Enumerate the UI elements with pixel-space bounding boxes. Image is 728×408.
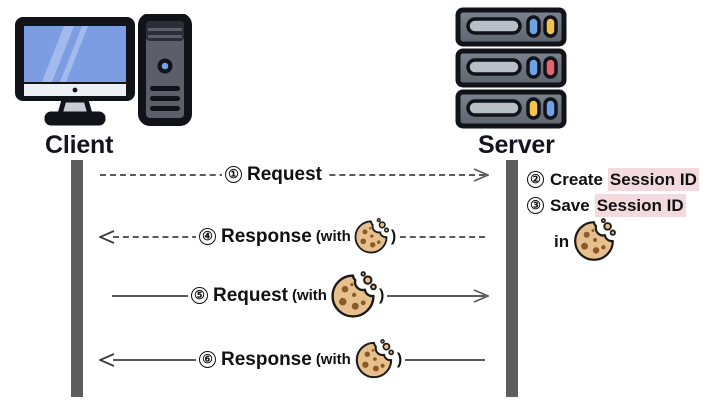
note-text-3: Save <box>550 196 590 215</box>
message-number-6: ⑥ <box>199 351 216 368</box>
message-number-4: ④ <box>199 228 216 245</box>
note-line-3: ③ Save Session ID <box>527 194 699 217</box>
message-kind-1: Request <box>247 164 322 185</box>
message-with-5: (with <box>291 287 327 304</box>
cookie-icon <box>353 338 395 381</box>
message-number-1: ① <box>225 166 242 183</box>
note-number-3: ③ <box>527 197 544 214</box>
message-row-6: ⑥ Response (with ) <box>0 338 728 380</box>
cookie-icon <box>571 218 617 264</box>
note-highlight-3: Session ID <box>594 194 686 217</box>
note-text-in: in <box>554 231 570 251</box>
desktop-computer-icon <box>12 13 192 135</box>
arrowhead-left-icon <box>99 352 115 368</box>
message-label-4: ④ Response (with ) <box>196 217 400 253</box>
message-paren-5: ) <box>378 287 385 304</box>
client-lifeline <box>71 160 83 397</box>
cookie-icon <box>328 270 378 321</box>
message-paren-6: ) <box>396 351 403 368</box>
server-rack-icon <box>452 6 572 139</box>
server-notes: ② Create Session ID ③ Save Session ID in <box>527 168 699 264</box>
message-label-6: ⑥ Response (with ) <box>196 338 406 378</box>
client-label: Client <box>45 131 114 159</box>
message-kind-4: Response <box>221 226 312 247</box>
message-with-6: (with <box>315 351 351 368</box>
note-text-2: Create <box>550 170 603 189</box>
message-row-4: ④ Response (with ) <box>0 217 728 257</box>
note-highlight-2: Session ID <box>607 168 699 191</box>
message-label-5: ⑤ Request (with ) <box>188 270 388 318</box>
message-kind-5: Request <box>213 285 288 306</box>
message-row-1: ① Request <box>0 155 728 195</box>
note-line-2: ② Create Session ID <box>527 168 699 191</box>
message-label-1: ① Request <box>222 161 329 188</box>
cookie-icon <box>352 217 390 256</box>
message-row-5: ⑤ Request (with ) <box>0 270 728 318</box>
message-paren-4: ) <box>390 228 397 245</box>
message-with-4: (with <box>315 228 351 245</box>
arrowhead-right-icon <box>473 288 489 304</box>
note-number-2: ② <box>527 171 544 188</box>
arrowhead-right-icon <box>473 167 489 183</box>
server-label: Server <box>478 131 555 159</box>
arrowhead-left-icon <box>99 229 115 245</box>
note-line-3-continued: in <box>527 218 699 264</box>
message-number-5: ⑤ <box>191 287 208 304</box>
server-lifeline <box>506 160 518 397</box>
message-kind-6: Response <box>221 349 312 370</box>
